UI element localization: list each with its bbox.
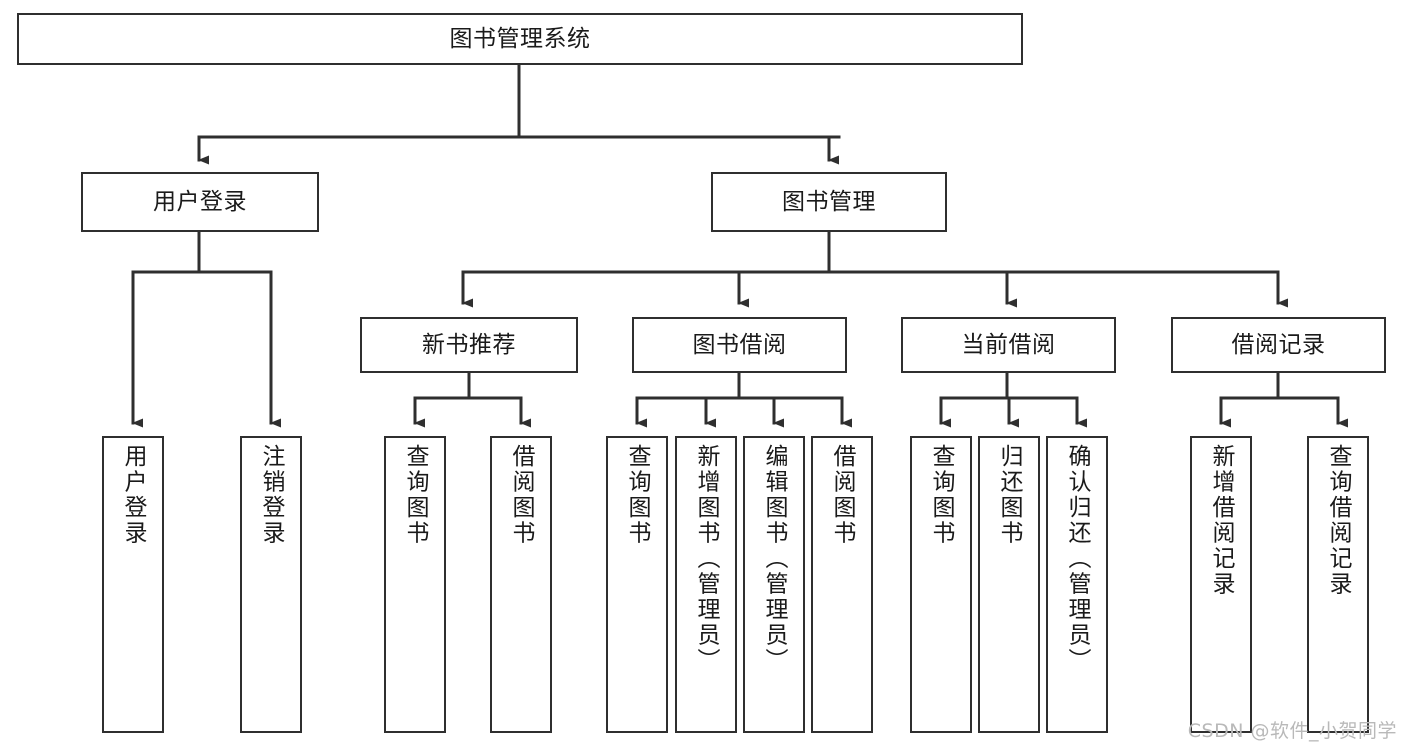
node-leaf-borrow-book-1-label: 借阅图书 — [508, 444, 535, 546]
node-leaf-add-book-label: 新增图书（管理员） — [693, 444, 720, 674]
node-leaf-query-book-3[interactable]: 查询图书 — [910, 436, 972, 733]
node-book-borrow-label: 图书借阅 — [692, 331, 787, 358]
node-leaf-edit-book[interactable]: 编辑图书（管理员） — [743, 436, 805, 733]
node-leaf-add-book[interactable]: 新增图书（管理员） — [675, 436, 737, 733]
node-leaf-add-record[interactable]: 新增借阅记录 — [1190, 436, 1252, 733]
node-leaf-user-login[interactable]: 用户登录 — [102, 436, 164, 733]
node-root-label: 图书管理系统 — [449, 25, 591, 52]
node-leaf-return-book-label: 归还图书 — [996, 444, 1023, 546]
node-leaf-borrow-book-2[interactable]: 借阅图书 — [811, 436, 873, 733]
node-leaf-return-book[interactable]: 归还图书 — [978, 436, 1040, 733]
node-leaf-confirm-return-label: 确认归还（管理员） — [1064, 444, 1091, 674]
node-root[interactable]: 图书管理系统 — [17, 13, 1023, 65]
node-leaf-user-logout[interactable]: 注销登录 — [240, 436, 302, 733]
node-leaf-query-book-3-label: 查询图书 — [928, 444, 955, 546]
node-leaf-add-record-label: 新增借阅记录 — [1208, 444, 1235, 597]
node-current-borrow[interactable]: 当前借阅 — [901, 317, 1116, 373]
node-leaf-borrow-book-2-label: 借阅图书 — [829, 444, 856, 546]
node-new-book-recommend[interactable]: 新书推荐 — [360, 317, 578, 373]
node-leaf-query-record-label: 查询借阅记录 — [1325, 444, 1352, 597]
node-current-borrow-label: 当前借阅 — [961, 331, 1056, 358]
node-leaf-edit-book-label: 编辑图书（管理员） — [761, 444, 788, 674]
node-leaf-query-book-2-label: 查询图书 — [624, 444, 651, 546]
node-user-login[interactable]: 用户登录 — [81, 172, 319, 232]
node-new-book-recommend-label: 新书推荐 — [422, 331, 516, 358]
node-leaf-query-book-2[interactable]: 查询图书 — [606, 436, 668, 733]
node-leaf-confirm-return[interactable]: 确认归还（管理员） — [1046, 436, 1108, 733]
node-borrow-record[interactable]: 借阅记录 — [1171, 317, 1386, 373]
node-leaf-borrow-book-1[interactable]: 借阅图书 — [490, 436, 552, 733]
node-book-management[interactable]: 图书管理 — [711, 172, 947, 232]
node-book-borrow[interactable]: 图书借阅 — [632, 317, 847, 373]
node-book-management-label: 图书管理 — [782, 188, 876, 215]
node-user-login-label: 用户登录 — [153, 188, 247, 215]
node-leaf-query-book-1[interactable]: 查询图书 — [384, 436, 446, 733]
node-leaf-user-login-label: 用户登录 — [120, 444, 147, 546]
node-borrow-record-label: 借阅记录 — [1231, 331, 1326, 358]
watermark-text: CSDN @软件_小贺同学 — [1187, 720, 1397, 742]
node-leaf-query-record[interactable]: 查询借阅记录 — [1307, 436, 1369, 733]
node-leaf-user-logout-label: 注销登录 — [258, 444, 285, 546]
node-leaf-query-book-1-label: 查询图书 — [402, 444, 429, 546]
